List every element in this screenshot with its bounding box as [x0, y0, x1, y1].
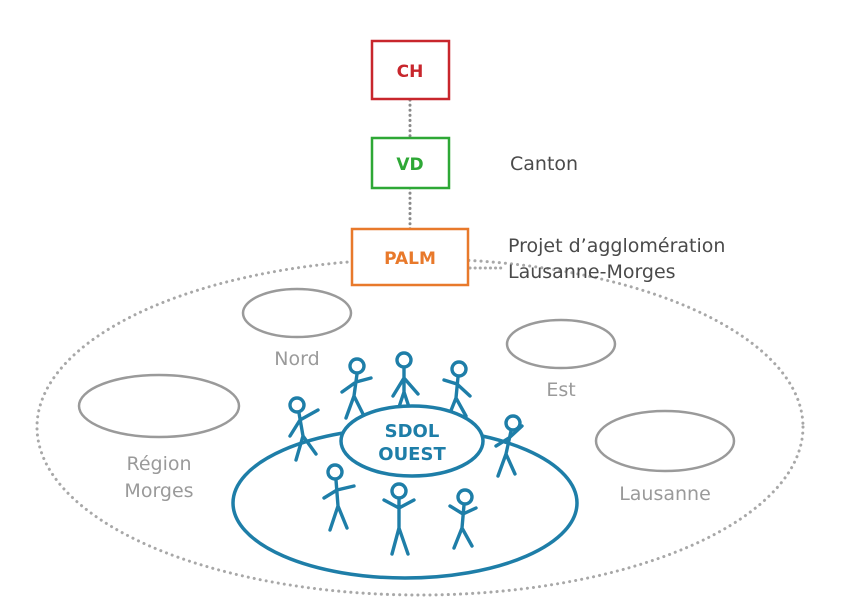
palm-label: PALM	[384, 249, 436, 269]
nord-label: Nord	[274, 348, 319, 370]
canton-label: Canton	[510, 153, 578, 175]
est-ellipse	[505, 318, 617, 370]
region-morges-label-line1: Région	[126, 453, 191, 475]
vd-box: VD	[370, 136, 451, 190]
vd-label: VD	[396, 155, 423, 175]
lausanne-ellipse	[594, 409, 736, 473]
sdol-group: SDOL OUEST	[231, 351, 579, 580]
sdol-table-ellipse	[339, 404, 485, 478]
region-morges-label-line2: Morges	[124, 480, 193, 502]
est-label: Est	[546, 379, 575, 401]
ch-label: CH	[397, 62, 424, 82]
palm-box: PALM	[350, 227, 470, 287]
palm-description-line2: Lausanne-Morges	[508, 261, 676, 283]
sdol-label-line1: SDOL	[385, 421, 440, 442]
lausanne-label: Lausanne	[619, 483, 711, 505]
ch-box: CH	[370, 39, 451, 101]
palm-description-line1: Projet d’agglomération	[508, 235, 725, 257]
nord-ellipse	[241, 287, 353, 339]
sdol-label-line2: OUEST	[378, 444, 446, 465]
region-morges-ellipse	[77, 373, 241, 439]
people-around-table-icon	[288, 351, 524, 556]
